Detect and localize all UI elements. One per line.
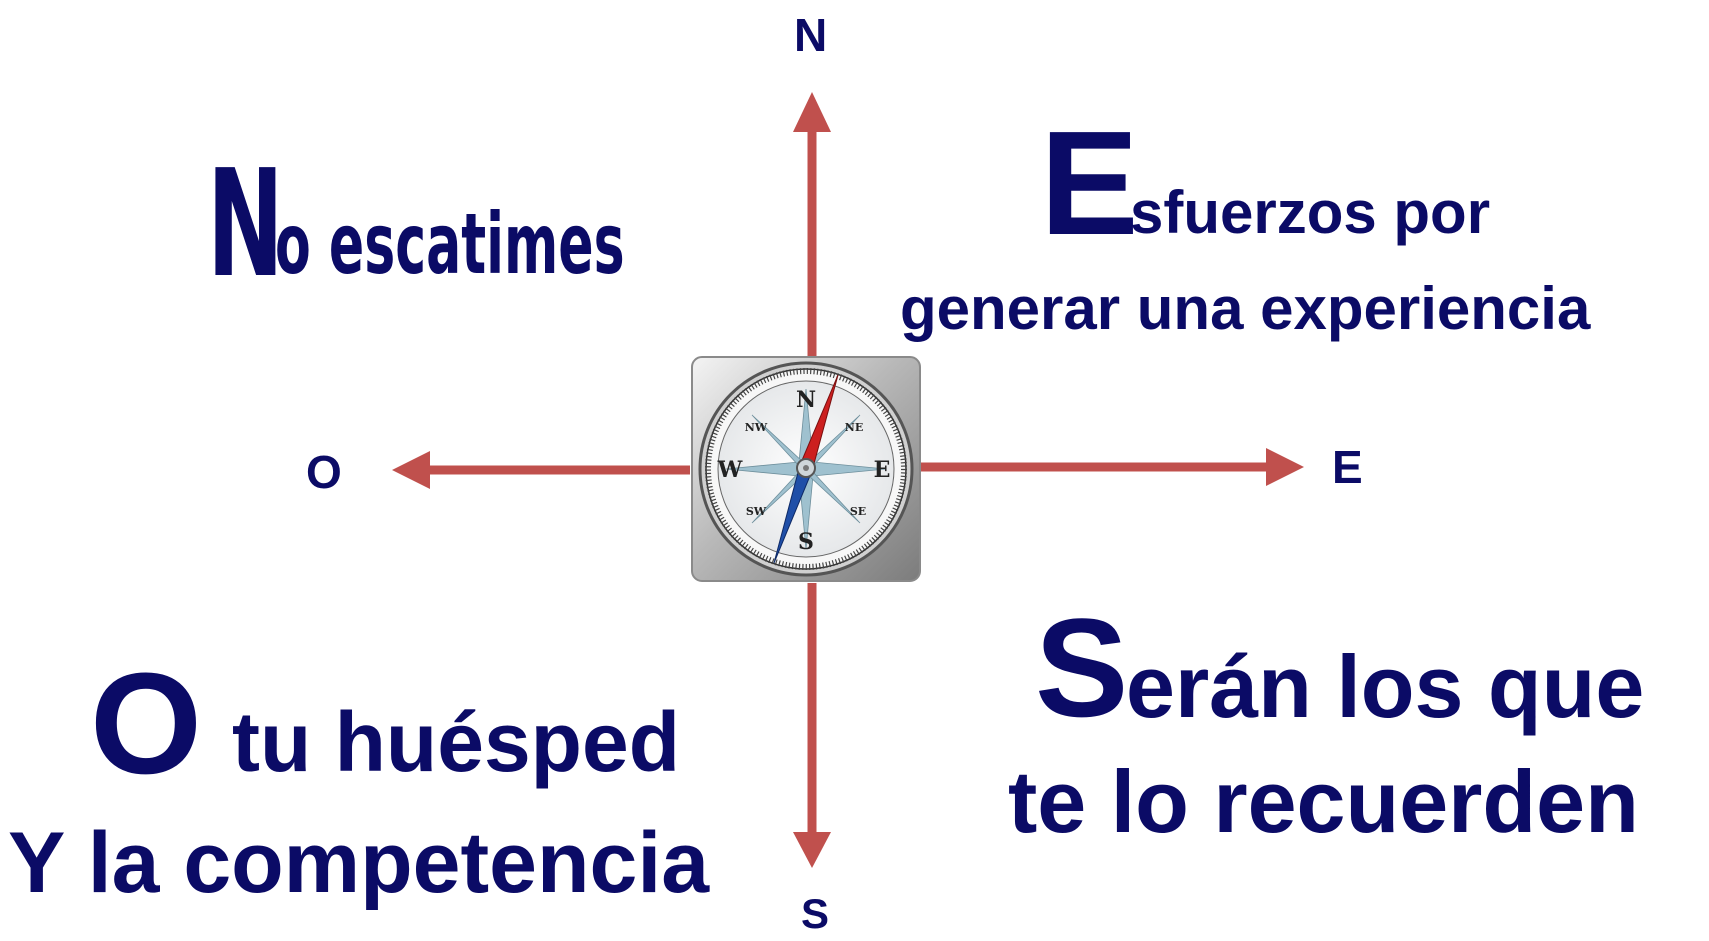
- compass-label-nw: NW: [745, 421, 768, 434]
- east-line1: sfuerzos por: [1130, 179, 1491, 246]
- north-rest: o escatimes: [275, 195, 625, 293]
- compass-label-s: S: [798, 529, 814, 555]
- south-line1: erán los que: [1126, 637, 1645, 736]
- west-line2: Y la competencia: [8, 815, 710, 911]
- north-arrowhead: [793, 92, 831, 132]
- south-line2: te lo recuerden: [1008, 752, 1639, 851]
- west-arrowhead: [392, 451, 430, 489]
- compass-label-ne: NE: [845, 421, 863, 434]
- direction-north-label: N: [794, 9, 828, 61]
- east-line2: generar una experiencia: [900, 275, 1591, 342]
- south-arrowhead: [793, 832, 831, 868]
- east-initial: E: [1040, 101, 1139, 266]
- direction-west-label: O: [306, 446, 342, 498]
- west-initial: O: [90, 643, 203, 804]
- south-initial: S: [1035, 589, 1129, 746]
- compass-label-w: W: [717, 457, 743, 483]
- compass-label-n: N: [796, 387, 816, 413]
- direction-east-label: E: [1332, 441, 1363, 493]
- compass-label-sw: SW: [746, 505, 767, 518]
- compass-label-e: E: [874, 457, 891, 483]
- compass-icon: N E S W NE SE SW NW: [691, 356, 921, 582]
- direction-south-label: S: [801, 890, 830, 937]
- compass-label-se: SE: [850, 505, 866, 518]
- west-line1: tu huésped: [232, 695, 681, 789]
- east-arrowhead: [1266, 448, 1304, 486]
- north-initial: N: [207, 138, 284, 310]
